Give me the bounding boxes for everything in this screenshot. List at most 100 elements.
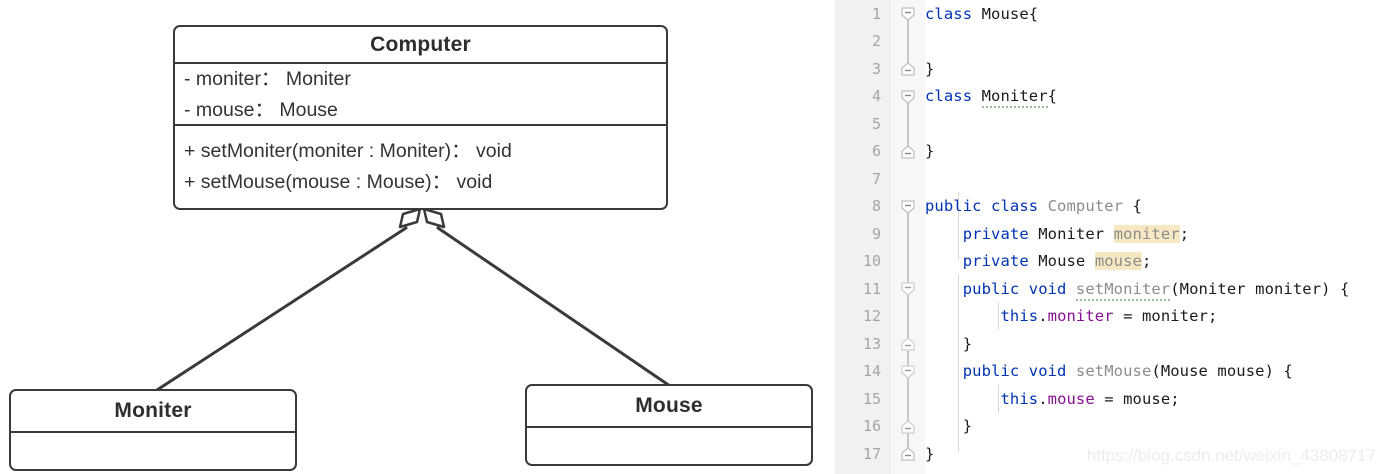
code-line[interactable]: 3 } (835, 55, 1384, 83)
fold-cell[interactable] (891, 83, 925, 110)
code-line[interactable]: 9 private Moniter moniter; (835, 220, 1384, 248)
uml-class-moniter[interactable]: Moniter (9, 389, 297, 471)
fold-collapse-icon[interactable] (900, 6, 916, 22)
line-number: 10 (862, 252, 881, 271)
fold-end-icon[interactable] (900, 336, 916, 352)
watermark-text: https://blog.csdn.net/weixin_43808717 (1086, 446, 1376, 465)
fold-cell[interactable] (891, 412, 925, 440)
line-number: 15 (862, 389, 881, 408)
class-name-label: Computer (370, 32, 471, 56)
code-editor-pane[interactable]: 1 class Mouse{ 2 3 } 4 (835, 0, 1384, 474)
class-name-compartment: Mouse (527, 386, 811, 428)
code-line[interactable]: 4 class Moniter{ (835, 83, 1384, 110)
line-number: 12 (862, 307, 881, 326)
fold-guide (907, 247, 909, 275)
fold-cell[interactable] (891, 302, 925, 330)
line-number: 3 (871, 59, 881, 78)
attributes-compartment: - moniter： Moniter - mouse： Mouse (175, 64, 666, 126)
fold-cell[interactable] (891, 55, 925, 83)
line-number: 4 (871, 87, 881, 106)
indent-guide (998, 385, 999, 413)
fold-cell[interactable] (891, 27, 925, 55)
fold-cell[interactable] (891, 247, 925, 275)
line-number: 7 (871, 169, 881, 188)
code-content: this.mouse = mouse; (1000, 389, 1180, 408)
aggregation-line-mouse (436, 226, 672, 388)
fold-cell[interactable] (891, 0, 925, 28)
fold-guide (907, 302, 909, 330)
attribute-row: - mouse： Mouse (184, 98, 338, 121)
fold-end-icon[interactable] (900, 144, 916, 160)
code-line[interactable]: 12 this.moniter = moniter; (835, 302, 1384, 330)
code-line[interactable]: 15 this.mouse = mouse; (835, 385, 1384, 413)
fold-end-icon[interactable] (900, 61, 916, 77)
code-content: } (925, 142, 935, 161)
aggregation-diamond-moniter (398, 207, 422, 229)
line-number: 13 (862, 334, 881, 353)
code-line[interactable]: 11 public void setMoniter(Moniter monite… (835, 275, 1384, 303)
fold-cell[interactable] (891, 193, 925, 220)
operation-row: + setMoniter(moniter : Moniter)： void (184, 139, 512, 162)
fold-collapse-icon[interactable] (900, 364, 916, 380)
code-line[interactable]: 8 public class Computer { (835, 193, 1384, 220)
code-content: this.moniter = moniter; (1000, 307, 1218, 326)
fold-end-icon[interactable] (900, 446, 916, 462)
code-content: private Mouse mouse; (962, 252, 1152, 271)
fold-guide (907, 220, 909, 248)
class-name-compartment: Computer (175, 27, 666, 64)
fold-collapse-icon[interactable] (900, 199, 916, 215)
code-content: class Moniter{ (925, 87, 1384, 109)
fold-cell[interactable] (891, 385, 925, 413)
empty-compartment (11, 433, 295, 469)
fold-cell[interactable] (891, 440, 925, 468)
line-number: 16 (862, 417, 881, 436)
code-line[interactable]: 1 class Mouse{ (835, 0, 1384, 28)
line-number: 2 (871, 32, 881, 51)
code-line[interactable]: 5 (835, 110, 1384, 138)
code-line[interactable]: 17 } (835, 440, 1384, 468)
code-line[interactable]: 2 (835, 27, 1384, 55)
aggregation-line-moniter (155, 226, 408, 392)
fold-cell[interactable] (891, 137, 925, 166)
code-content: } (925, 444, 935, 463)
fold-cell[interactable] (891, 165, 925, 193)
fold-cell[interactable] (891, 220, 925, 248)
fold-collapse-icon[interactable] (900, 89, 916, 105)
line-number: 17 (862, 444, 881, 463)
code-line[interactable]: 7 (835, 165, 1384, 193)
fold-guide (907, 385, 909, 413)
fold-cell[interactable] (891, 110, 925, 138)
uml-class-computer[interactable]: Computer - moniter： Moniter - mouse： Mou… (173, 25, 668, 210)
code-content: class Mouse{ (925, 4, 1039, 23)
code-content: public void setMouse(Mouse mouse) { (962, 362, 1293, 381)
code-line[interactable]: 13 } (835, 330, 1384, 358)
line-number: 6 (871, 142, 881, 161)
code-content: } (962, 417, 973, 436)
fold-cell[interactable] (891, 330, 925, 358)
fold-collapse-icon[interactable] (900, 281, 916, 297)
operations-compartment: + setMoniter(moniter : Moniter)： void + … (175, 126, 666, 206)
class-name-label: Mouse (635, 394, 703, 417)
line-number: 8 (871, 197, 881, 216)
indent-guide (998, 302, 999, 330)
class-name-label: Moniter (114, 399, 192, 422)
fold-guide (907, 55, 909, 69)
aggregation-diamond-mouse (422, 207, 446, 229)
code-content: public class Computer { (925, 197, 1142, 216)
fold-guide (907, 440, 909, 454)
attribute-row: - moniter： Moniter (184, 67, 351, 90)
code-line[interactable]: 10 private Mouse mouse; (835, 247, 1384, 275)
line-number: 9 (871, 224, 881, 243)
fold-cell[interactable] (891, 275, 925, 303)
line-number: 14 (862, 362, 881, 381)
line-number-gutter (835, 0, 891, 474)
fold-guide (907, 110, 909, 138)
code-line[interactable]: 16 } (835, 412, 1384, 440)
indent-guide (958, 192, 959, 260)
fold-cell[interactable] (891, 357, 925, 385)
code-line[interactable]: 14 public void setMouse(Mouse mouse) { (835, 357, 1384, 385)
fold-end-icon[interactable] (900, 419, 916, 435)
uml-class-mouse[interactable]: Mouse (525, 384, 813, 466)
code-line[interactable]: 6 } (835, 137, 1384, 166)
code-content: private Moniter moniter; (962, 224, 1190, 243)
